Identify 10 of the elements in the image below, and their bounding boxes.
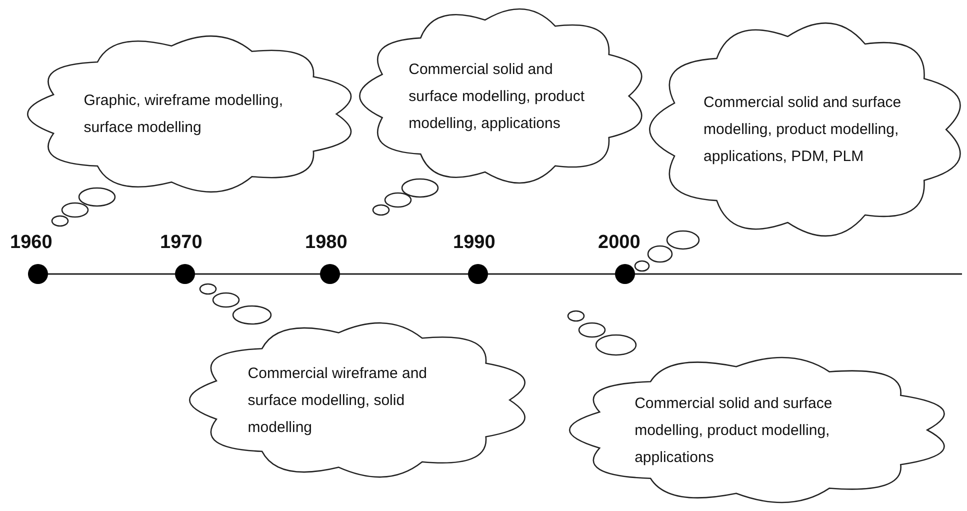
year-label: 1960 xyxy=(10,232,52,254)
year-label: 2000 xyxy=(598,232,640,254)
cloud-text: Commercial wireframe and surface modelling, solid modelling xyxy=(248,364,428,438)
year-label: 1970 xyxy=(160,232,202,254)
cloud-text: Commercial solid and surface modelling, product modelling, applications, PDM, PLM xyxy=(704,93,902,167)
year-label: 1990 xyxy=(453,232,496,254)
cloud-text: Commercial solid and surface modelling, product modelling, applications xyxy=(408,60,586,134)
year-label: 1980 xyxy=(305,232,348,254)
cloud-text: Graphic, wireframe modelling, surface modelling xyxy=(84,91,284,138)
cloud-text: Commercial solid and surface modelling, product modelling, applications xyxy=(634,394,834,468)
